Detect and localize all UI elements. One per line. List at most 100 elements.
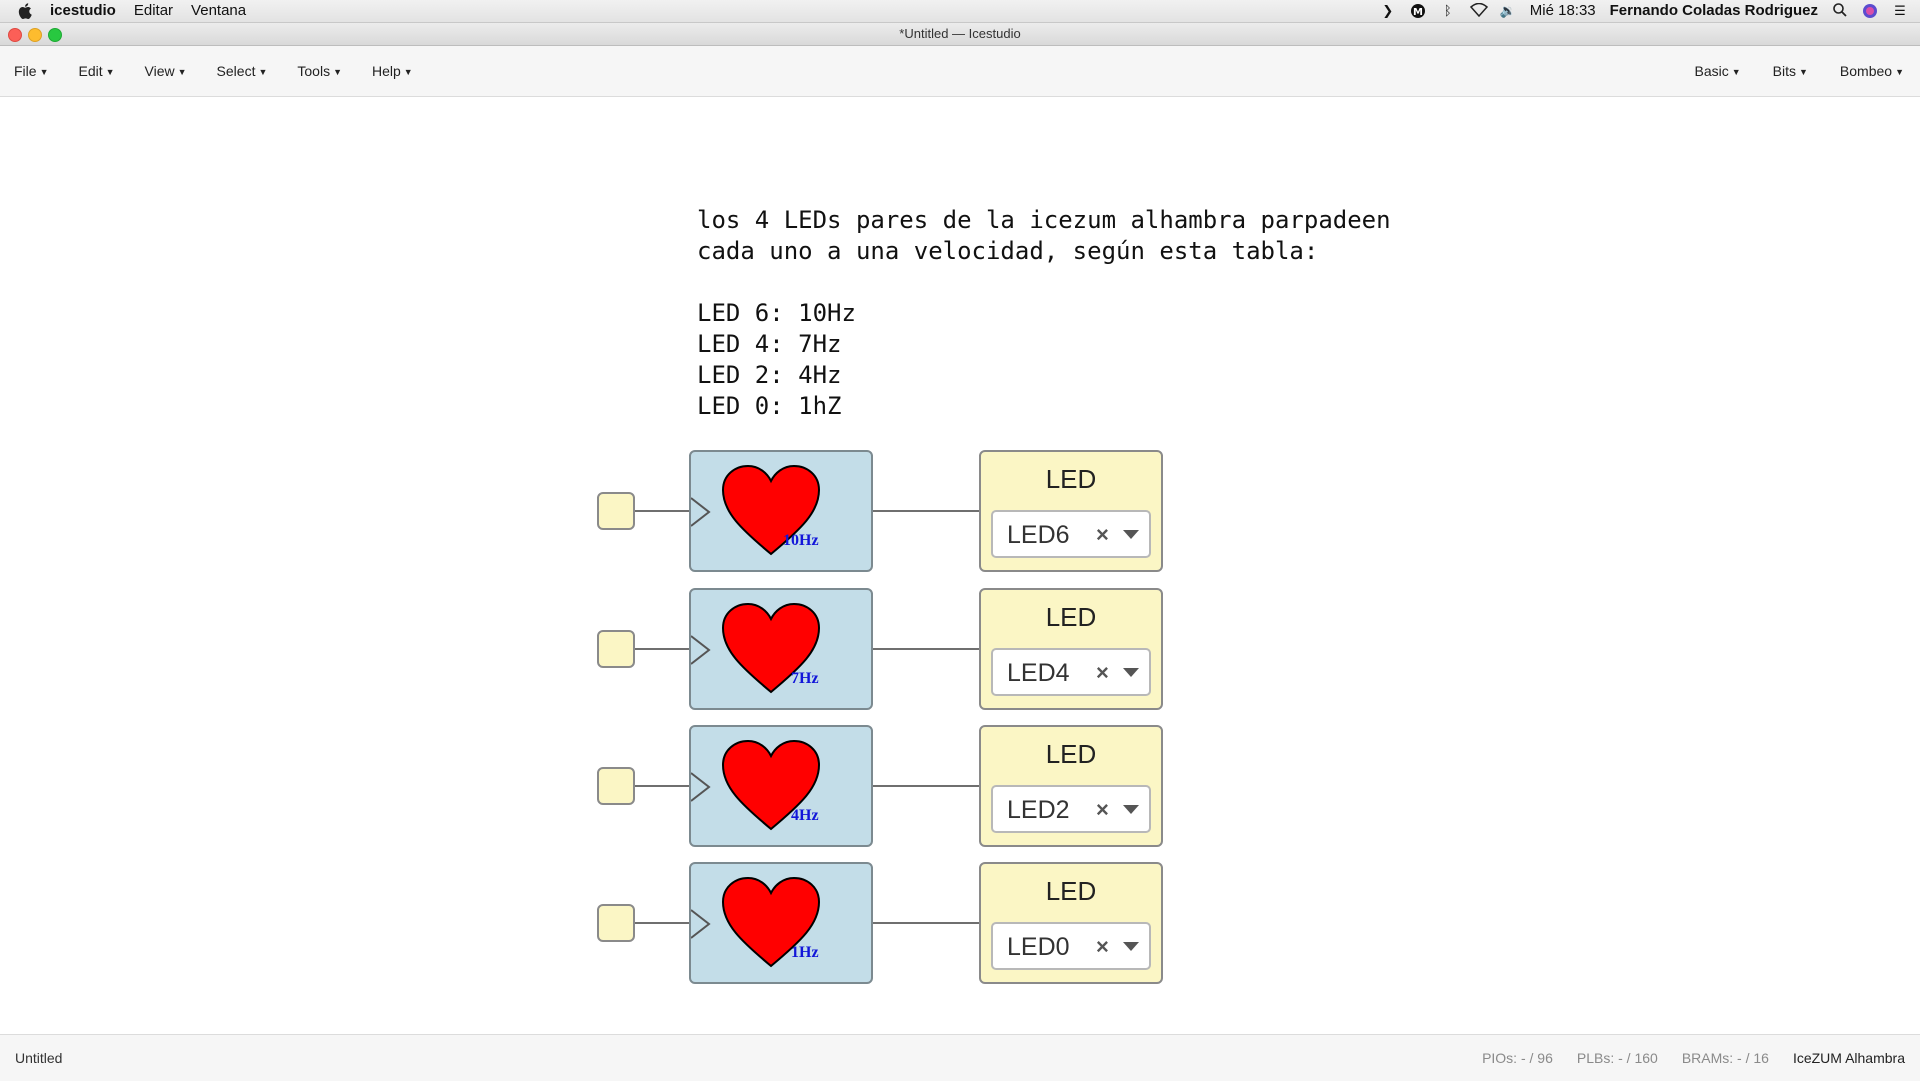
status-filename: Untitled (15, 1050, 63, 1066)
os-menubar: icestudio Editar Ventana ❯ M ᛒ 🔉 Mié 18:… (0, 0, 1920, 23)
clock-input-icon (691, 772, 711, 802)
comment-block[interactable]: los 4 LEDs pares de la icezum alhambra p… (697, 206, 1391, 420)
led-block-title: LED (1045, 464, 1097, 494)
dropdown-arrow-icon[interactable] (1123, 530, 1139, 539)
notification-center-icon[interactable]: ☰ (1894, 3, 1906, 18)
menu-help-label: Help (372, 63, 401, 79)
caret-down-icon: ▼ (105, 67, 115, 77)
dropdown-arrow-icon[interactable] (1123, 668, 1139, 677)
wire[interactable] (635, 648, 690, 650)
led-pin-value: LED2 (1007, 796, 1070, 824)
m-badge-icon[interactable]: M (1410, 3, 1426, 19)
clear-icon[interactable]: × (1096, 797, 1109, 822)
input-port[interactable] (597, 630, 635, 668)
status-pios: PIOs: - / 96 (1482, 1050, 1553, 1066)
led-output-block[interactable]: LED LED0 × (979, 862, 1163, 984)
status-bar: Untitled PIOs: - / 96 PLBs: - / 160 BRAM… (0, 1034, 1920, 1081)
siri-icon[interactable] (1862, 3, 1878, 19)
window-titlebar: *Untitled — Icestudio (0, 23, 1920, 46)
status-plbs: PLBs: - / 160 (1576, 1050, 1658, 1066)
heart-icon (721, 739, 821, 831)
input-port[interactable] (597, 767, 635, 805)
led-pin-value: LED0 (1007, 933, 1070, 961)
menu-bombeo-label: Bombeo (1839, 63, 1893, 79)
wire[interactable] (873, 785, 980, 787)
apple-icon[interactable] (18, 3, 32, 19)
os-user-name[interactable]: Fernando Coladas Rodriguez (1609, 2, 1818, 19)
led-pin-select[interactable]: LED0 × (991, 922, 1151, 970)
menu-help[interactable]: Help▼ (372, 63, 413, 79)
menu-bombeo[interactable]: Bombeo▼ (1840, 63, 1904, 79)
clear-icon[interactable]: × (1096, 934, 1109, 959)
clock-block[interactable]: 1Hz (689, 862, 873, 984)
dropdown-arrow-icon[interactable] (1123, 942, 1139, 951)
wire[interactable] (873, 510, 980, 512)
bluetooth-icon[interactable]: ᛒ (1443, 3, 1452, 18)
clock-input-icon (691, 635, 711, 665)
led-block-title: LED (1045, 739, 1097, 769)
app-menubar: File▼ Edit▼ View▼ Select▼ Tools▼ Help▼ B… (0, 46, 1920, 97)
wire[interactable] (873, 922, 980, 924)
chevron-right-icon[interactable]: ❯ (1382, 3, 1394, 18)
clock-input-icon (691, 497, 711, 527)
led-pin-value: LED6 (1007, 521, 1070, 549)
led-output-block[interactable]: LED LED2 × (979, 725, 1163, 847)
clock-block[interactable]: 7Hz (689, 588, 873, 710)
led-pin-select[interactable]: LED6 × (991, 510, 1151, 558)
status-brams: BRAMs: - / 16 (1681, 1050, 1769, 1066)
volume-icon[interactable]: 🔉 (1499, 3, 1516, 18)
led-output-block[interactable]: LED LED6 × (979, 450, 1163, 572)
wire[interactable] (873, 648, 980, 650)
menu-tools-label: Tools (297, 63, 331, 79)
clock-block[interactable]: 4Hz (689, 725, 873, 847)
caret-down-icon: ▼ (1895, 67, 1904, 77)
status-board[interactable]: IceZUM Alhambra (1792, 1050, 1905, 1066)
os-app-name[interactable]: icestudio (50, 2, 116, 19)
menu-select[interactable]: Select▼ (217, 63, 268, 79)
window-close-button[interactable] (8, 28, 22, 42)
clock-block[interactable]: 10Hz (689, 450, 873, 572)
block-row: 7Hz LED LED4 × (0, 588, 1920, 712)
frequency-label: 10Hz (783, 532, 819, 549)
led-block-title: LED (1045, 876, 1097, 906)
search-icon[interactable] (1832, 3, 1848, 19)
led-pin-select[interactable]: LED2 × (991, 785, 1151, 833)
window-minimize-button[interactable] (28, 28, 42, 42)
heart-icon (721, 876, 821, 968)
led-pin-value: LED4 (1007, 659, 1070, 687)
menu-basic[interactable]: Basic▼ (1695, 63, 1741, 79)
menu-basic-label: Basic (1694, 63, 1729, 79)
led-block-title: LED (1045, 602, 1097, 632)
os-menu-editar[interactable]: Editar (133, 2, 174, 19)
os-clock[interactable]: Mié 18:33 (1529, 2, 1596, 19)
wire[interactable] (635, 785, 690, 787)
clear-icon[interactable]: × (1096, 522, 1109, 547)
led-pin-select[interactable]: LED4 × (991, 648, 1151, 696)
block-row: 1Hz LED LED0 × (0, 862, 1920, 986)
os-menu-ventana[interactable]: Ventana (191, 2, 247, 19)
wifi-icon[interactable] (1469, 2, 1488, 19)
caret-down-icon: ▼ (1731, 67, 1741, 77)
menu-view[interactable]: View▼ (145, 63, 187, 79)
clock-input-icon (691, 909, 711, 939)
wire[interactable] (635, 922, 690, 924)
menu-bits-label: Bits (1772, 63, 1796, 79)
wire[interactable] (635, 510, 690, 512)
input-port[interactable] (597, 492, 635, 530)
menu-edit[interactable]: Edit▼ (78, 63, 114, 79)
menu-bits[interactable]: Bits▼ (1773, 63, 1808, 79)
caret-down-icon: ▼ (177, 67, 187, 77)
frequency-label: 7Hz (791, 670, 819, 687)
menu-tools[interactable]: Tools▼ (297, 63, 342, 79)
dropdown-arrow-icon[interactable] (1123, 805, 1139, 814)
menu-file-label: File (14, 63, 37, 79)
frequency-label: 1Hz (791, 944, 819, 961)
heart-icon (721, 464, 821, 556)
led-output-block[interactable]: LED LED4 × (979, 588, 1163, 710)
input-port[interactable] (597, 904, 635, 942)
design-canvas[interactable]: los 4 LEDs pares de la icezum alhambra p… (0, 97, 1920, 1034)
clear-icon[interactable]: × (1096, 660, 1109, 685)
menu-edit-label: Edit (78, 63, 103, 79)
menu-file[interactable]: File▼ (14, 63, 48, 79)
window-maximize-button[interactable] (48, 28, 62, 42)
